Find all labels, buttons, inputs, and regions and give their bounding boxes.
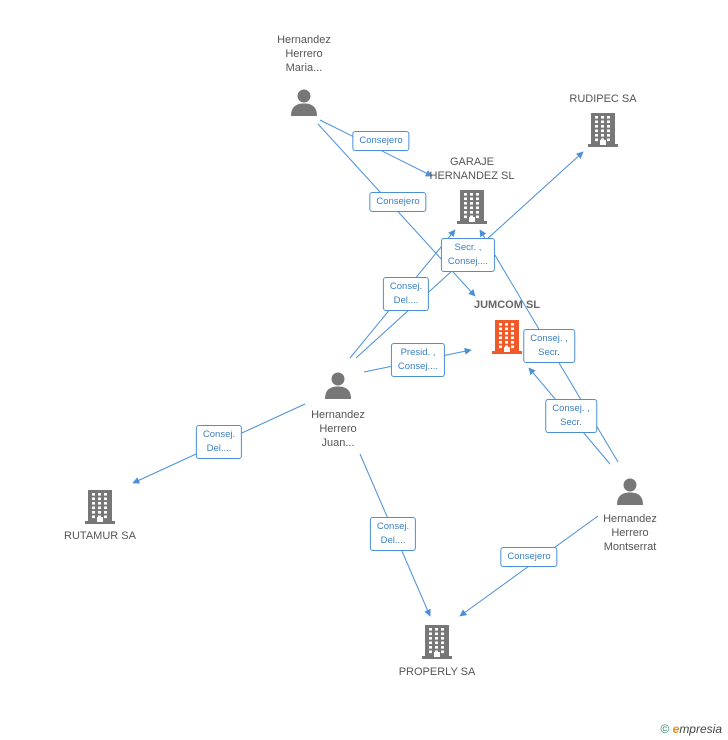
node-label-rudipec[interactable]: RUDIPEC SA — [569, 93, 637, 105]
copyright-symbol: © — [660, 722, 670, 736]
node-label-juan[interactable]: Hernandez Herrero Juan... — [311, 409, 365, 449]
edge-label-juan-rudipec[interactable]: Secr. , Consej.... — [440, 238, 496, 272]
node-label-rutamur[interactable]: RUTAMUR SA — [64, 530, 136, 542]
node-label-maria[interactable]: Hernandez Herrero Maria... — [277, 34, 331, 74]
person-icon[interactable] — [290, 88, 318, 121]
building-icon[interactable] — [422, 625, 452, 664]
empresia-logo[interactable]: empresia — [672, 722, 722, 736]
person-icon[interactable] — [324, 371, 352, 404]
edge-label-juan-jumcom[interactable]: Presid. , Consej.... — [390, 343, 446, 377]
edge-label-montserrat-jumcom[interactable]: Consej. , Secr. — [545, 399, 597, 433]
node-label-garaje[interactable]: GARAJE HERNANDEZ SL — [429, 156, 515, 182]
node-label-properly[interactable]: PROPERLY SA — [398, 666, 476, 678]
edge-label-juan-rutamur[interactable]: Consej. Del.... — [195, 425, 243, 459]
edge-label-montserrat-properly[interactable]: Consejero — [500, 547, 558, 567]
node-label-montserrat[interactable]: Hernandez Herrero Montserrat — [603, 513, 657, 553]
edge-label-maria-garaje[interactable]: Consejero — [352, 131, 410, 151]
footer-credit: © empresia — [660, 722, 722, 736]
edge-label-maria-jumcom[interactable]: Consejero — [369, 192, 427, 212]
node-label-jumcom[interactable]: JUMCOM SL — [474, 299, 540, 311]
building-icon[interactable] — [457, 190, 487, 229]
edge-label-montserrat-garaje[interactable]: Consej. , Secr. — [523, 329, 575, 363]
person-icon[interactable] — [616, 477, 644, 510]
edge-label-juan-garaje[interactable]: Consej. Del.... — [382, 277, 430, 311]
building-icon[interactable] — [85, 490, 115, 529]
building-icon[interactable] — [588, 113, 618, 152]
building-icon[interactable] — [492, 320, 522, 359]
edge-label-juan-properly[interactable]: Consej. Del.... — [369, 517, 417, 551]
